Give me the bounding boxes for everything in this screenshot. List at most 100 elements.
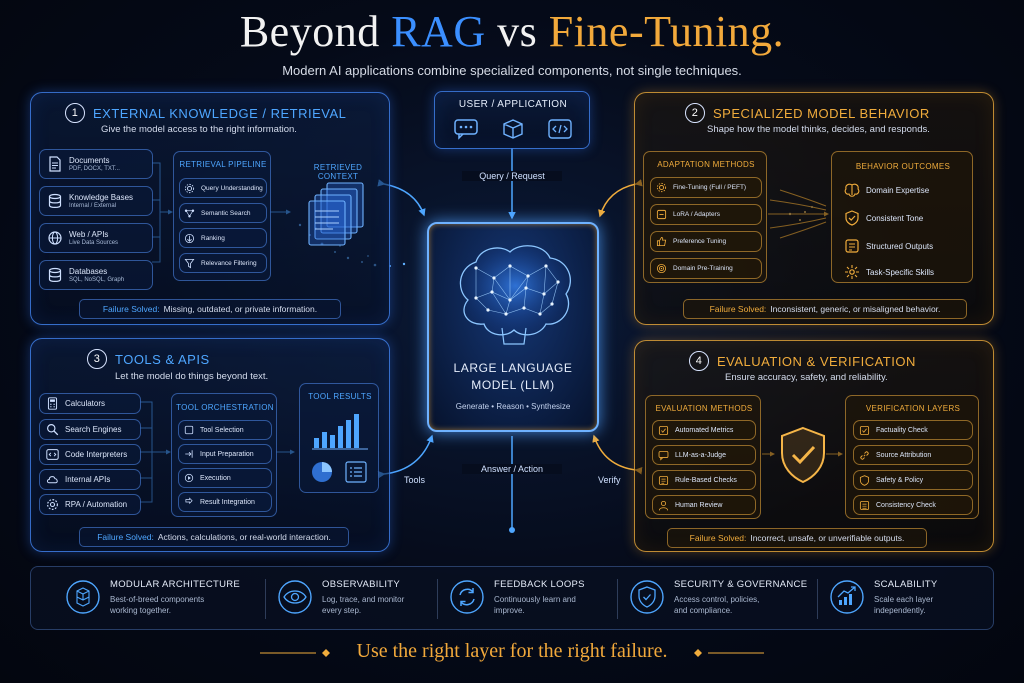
tool-code-interpreters: Code Interpreters — [39, 444, 141, 465]
page-title: Beyond RAG vs Fine-Tuning. — [239, 7, 785, 56]
source-sub: SQL, NoSQL, Graph — [69, 277, 125, 283]
brain-icon — [844, 183, 860, 197]
tool-label: Calculators — [65, 399, 106, 408]
adaptation-method: Preference Tuning — [650, 231, 762, 252]
tool-calculators: Calculators — [39, 393, 141, 414]
pie-chart-icon — [312, 462, 332, 482]
features-bar: MODULAR ARCHITECTURE Best-of-breed compo… — [30, 566, 994, 630]
source-sub: PDF, DOCX, TXT... — [69, 166, 120, 172]
source-sub: Live Data Sources — [69, 240, 119, 246]
tool-label: RPA / Automation — [65, 500, 128, 509]
feature-title: FEEDBACK LOOPS — [494, 579, 585, 590]
panel4-title: EVALUATION & VERIFICATION — [717, 353, 916, 369]
shield-icon — [859, 474, 870, 486]
adaptation-method-label: Preference Tuning — [673, 238, 727, 245]
skills-icon — [845, 265, 859, 279]
evaluation-method: LLM-as-a-Judge — [652, 445, 756, 465]
filter-icon — [184, 258, 195, 268]
behavior-outcome-label: Task-Specific Skills — [866, 267, 935, 277]
search-icon — [47, 424, 59, 436]
pipeline-step-label: Semantic Search — [201, 209, 251, 217]
page-subtitle: Modern AI applications combine specializ… — [282, 63, 742, 78]
integration-icon — [185, 497, 193, 505]
panel4-description: Ensure accuracy, safety, and reliability… — [725, 372, 888, 383]
check-icon — [859, 425, 870, 435]
orchestration-step: Execution — [178, 468, 272, 488]
tool-label: Code Interpreters — [65, 450, 128, 459]
person-icon — [658, 500, 669, 510]
tool-results: TOOL RESULTS — [299, 383, 379, 493]
tool-rpa-automation: RPA / Automation — [39, 494, 141, 515]
brain-network-icon — [459, 245, 571, 345]
failure-text: Actions, calculations, or real-world int… — [157, 532, 331, 542]
behavior-outcome-label: Structured Outputs — [866, 241, 934, 251]
panel1-failure-solved: Failure Solved: Missing, outdated, or pr… — [79, 299, 341, 319]
evaluation-methods: EVALUATION METHODS Automated Metrics LLM… — [645, 395, 761, 519]
stacked-documents-icon — [308, 182, 364, 246]
behavior-outcomes: BEHAVIOR OUTCOMES Domain Expertise Consi… — [831, 151, 973, 283]
orchestration-step-label: Tool Selection — [200, 426, 244, 434]
gear-icon — [184, 183, 195, 193]
panel3-number: 3 — [87, 349, 107, 369]
panel-evaluation-verification: 4 EVALUATION & VERIFICATION Ensure accur… — [634, 340, 994, 552]
retrieval-pipeline: RETRIEVAL PIPELINE Query Understanding S… — [173, 151, 271, 281]
tool-results-title: TOOL RESULTS — [308, 392, 372, 401]
adaptation-methods: ADAPTATION METHODS Fine-Tuning (Full / P… — [643, 151, 767, 283]
gear-icon — [47, 499, 58, 510]
source-label: Web / APIs — [69, 230, 109, 239]
pipeline-step-label: Relevance Filtering — [201, 259, 257, 267]
feature-modular: MODULAR ARCHITECTURE Best-of-breed compo… — [65, 579, 240, 616]
rules-icon — [658, 475, 669, 485]
pipeline-step: Relevance Filtering — [179, 253, 267, 273]
verify-flow-label: Verify — [598, 475, 621, 485]
shield-check-icon — [781, 426, 825, 484]
verification-layer: Consistency Check — [853, 495, 973, 515]
failure-label: Failure Solved: — [102, 304, 160, 314]
calculator-icon — [47, 397, 58, 410]
failure-label: Failure Solved: — [97, 532, 154, 542]
user-application-box: USER / APPLICATION — [434, 91, 590, 149]
source-sub: Internal / External — [69, 203, 117, 209]
network-icon — [184, 209, 195, 217]
cloud-icon — [46, 476, 58, 484]
adaptation-methods-title: ADAPTATION METHODS — [657, 160, 755, 169]
behavior-outcomes-title: BEHAVIOR OUTCOMES — [855, 162, 951, 171]
answer-action-label: Answer / Action — [462, 464, 562, 474]
panel2-description: Shape how the model thinks, decides, and… — [707, 124, 930, 135]
source-label: Knowledge Bases — [69, 193, 134, 202]
llm-tagline: Generate • Reason • Synthesize — [455, 402, 571, 411]
database-icon — [48, 193, 62, 208]
pipeline-step: Semantic Search — [179, 203, 267, 223]
input-icon — [185, 450, 193, 458]
panel2-number: 2 — [685, 103, 705, 123]
failure-text: Inconsistent, generic, or misaligned beh… — [770, 304, 941, 314]
bar-chart-icon — [312, 414, 368, 450]
feature-security: SECURITY & GOVERNANCE Access control, po… — [629, 579, 807, 616]
feature-desc: Access control, policies,and compliance. — [674, 595, 760, 615]
panel3-description: Let the model do things beyond text. — [115, 371, 269, 382]
tool-internal-apis: Internal APIs — [39, 469, 141, 490]
list-icon — [345, 461, 367, 483]
cubes-icon — [66, 580, 100, 614]
verification-layer-label: Factuality Check — [876, 426, 928, 434]
shield-icon — [630, 580, 664, 614]
behavior-outcome: Task-Specific Skills — [844, 264, 934, 280]
panel2-title: SPECIALIZED MODEL BEHAVIOR — [713, 105, 930, 121]
adaptation-method-label: Fine-Tuning (Full / PEFT) — [673, 184, 747, 191]
panel2-header: 2 SPECIALIZED MODEL BEHAVIOR — [685, 103, 930, 123]
panel-specialized-behavior: 2 SPECIALIZED MODEL BEHAVIOR Shape how t… — [634, 92, 994, 325]
verification-layer: Factuality Check — [853, 420, 973, 440]
evaluation-methods-title: EVALUATION METHODS — [655, 404, 753, 413]
divider — [817, 579, 818, 619]
verification-layers: VERIFICATION LAYERS Factuality Check Sou… — [845, 395, 979, 519]
tools-flow-label: Tools — [404, 475, 426, 485]
divider — [617, 579, 618, 619]
failure-label: Failure Solved: — [709, 304, 767, 314]
failure-text: Missing, outdated, or private informatio… — [163, 304, 318, 314]
panel-tools-apis: 3 TOOLS & APIS Let the model do things b… — [30, 338, 390, 552]
